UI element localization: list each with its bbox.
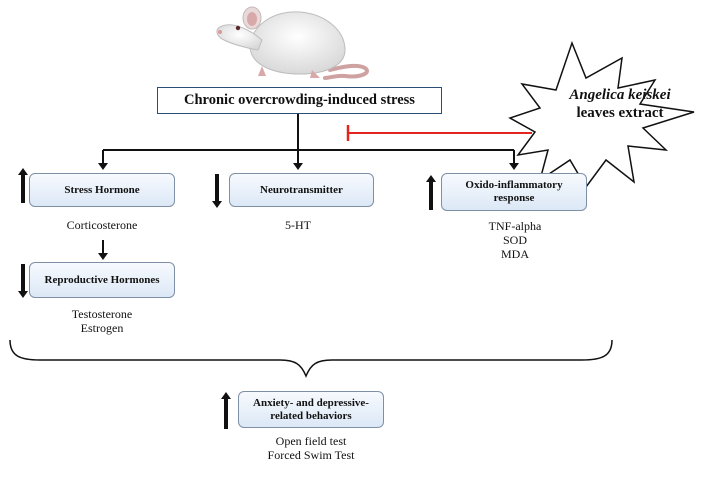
extract-name: Angelica keiskei — [569, 87, 671, 103]
tree-connectors — [102, 114, 515, 254]
reproductive-hormones-box: Reproductive Hormones — [29, 262, 175, 298]
marker-5ht: 5-HT — [285, 218, 311, 232]
oxido-label-line1: Oxido-inflammatory — [465, 179, 563, 191]
reproductive-markers: Testosterone Estrogen — [44, 307, 160, 335]
up-arrow-icon — [426, 175, 436, 210]
marker-mda: MDA — [500, 247, 529, 261]
down-arrow-icon — [18, 264, 28, 298]
behaviors-label-line2: related behaviors — [270, 409, 352, 422]
marker-open-field-test: Open field test — [275, 434, 347, 448]
marker-corticosterone: Corticosterone — [66, 218, 138, 232]
neurotransmitter-markers: 5-HT — [258, 218, 338, 232]
neurotransmitter-box: Neurotransmitter — [229, 173, 374, 207]
marker-tnf-alpha: TNF-alpha — [488, 219, 542, 233]
stress-hormone-markers: Corticosterone — [44, 218, 160, 232]
marker-testosterone: Testosterone — [71, 307, 133, 321]
marker-estrogen: Estrogen — [80, 321, 124, 335]
marker-sod: SOD — [502, 233, 527, 247]
rat-illustration — [216, 6, 369, 80]
behaviors-box: Anxiety- and depressive- related behavio… — [238, 391, 384, 428]
marker-forced-swim-test: Forced Swim Test — [267, 448, 355, 462]
stress-hormone-box: Stress Hormone — [29, 173, 175, 207]
down-arrow-icon — [212, 174, 222, 208]
oxido-markers: TNF-alpha SOD MDA — [470, 219, 560, 261]
up-arrow-icon — [18, 168, 28, 203]
root-stress-box: Chronic overcrowding-induced stress — [157, 87, 442, 114]
root-stress-label: Chronic overcrowding-induced stress — [184, 92, 415, 108]
up-arrow-icon — [221, 392, 231, 429]
neurotransmitter-label: Neurotransmitter — [260, 183, 343, 196]
behaviors-label-line1: Anxiety- and depressive- — [253, 396, 369, 409]
tree-arrowheads — [98, 163, 519, 260]
extract-starburst — [508, 40, 695, 189]
extract-suffix: leaves extract — [576, 105, 664, 121]
stress-hormone-label: Stress Hormone — [64, 183, 140, 196]
extract-label: Angelica keiskei leaves extract — [550, 86, 690, 122]
oxido-inflammatory-box: Oxido-inflammatory response — [441, 173, 587, 211]
summary-brace — [9, 339, 613, 378]
behavior-markers: Open field test Forced Swim Test — [241, 434, 381, 462]
oxido-label-line2: response — [493, 192, 535, 204]
reproductive-hormones-label: Reproductive Hormones — [44, 273, 160, 286]
